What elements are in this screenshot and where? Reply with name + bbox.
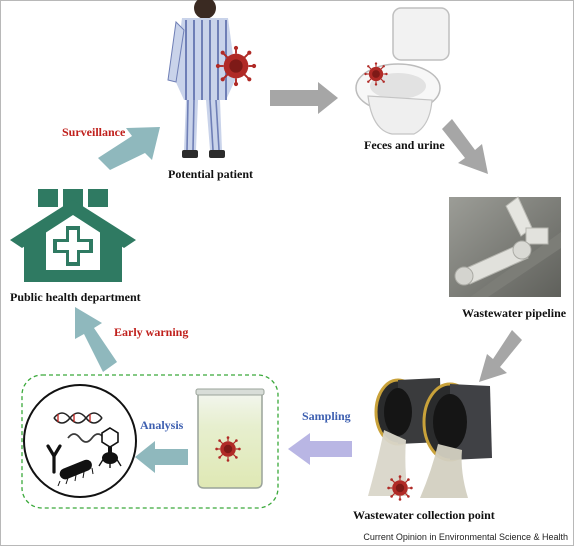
dna-icon xyxy=(53,412,103,424)
pipeline-photo xyxy=(449,196,561,297)
analysis-circle xyxy=(23,384,137,498)
figure-credit: Current Opinion in Environmental Science… xyxy=(363,532,568,542)
arrow-analysis-to-health xyxy=(75,307,117,372)
arrow-label-sampling: Sampling xyxy=(302,409,351,423)
virus-icon xyxy=(214,44,258,88)
bacteriophage-icon xyxy=(98,427,122,468)
node-label-health-dept: Public health department xyxy=(10,290,141,304)
arrow-label-analysis: Analysis xyxy=(140,418,184,432)
arrow-label-surveillance: Surveillance xyxy=(62,125,126,139)
patient-illustration xyxy=(167,0,258,158)
arrow-collection-to-beaker xyxy=(288,433,352,465)
bacterium-icon xyxy=(57,459,94,487)
virus-icon xyxy=(363,61,389,87)
arrow-pipeline-to-collection xyxy=(479,330,522,382)
node-label-patient: Potential patient xyxy=(168,167,253,181)
arrow-beaker-to-circle xyxy=(135,441,188,473)
rna-icon xyxy=(67,433,105,443)
beaker-illustration xyxy=(195,388,265,489)
health-department-icon xyxy=(10,189,136,282)
antibody-icon xyxy=(46,444,62,474)
node-label-toilet: Feces and urine xyxy=(364,138,445,152)
virus-icon xyxy=(386,474,414,502)
virus-icon xyxy=(214,435,242,463)
arrow-health-to-patient xyxy=(98,127,160,170)
node-label-pipeline: Wastewater pipeline xyxy=(462,306,567,320)
toilet-illustration xyxy=(355,7,450,135)
collection-point-photo xyxy=(368,378,492,502)
node-label-collection: Wastewater collection point xyxy=(353,508,495,522)
arrow-patient-to-toilet xyxy=(270,82,338,114)
arrow-label-early-warning: Early warning xyxy=(114,325,189,339)
arrow-toilet-to-pipeline xyxy=(442,119,488,174)
analysis-dashed-box xyxy=(21,374,279,509)
